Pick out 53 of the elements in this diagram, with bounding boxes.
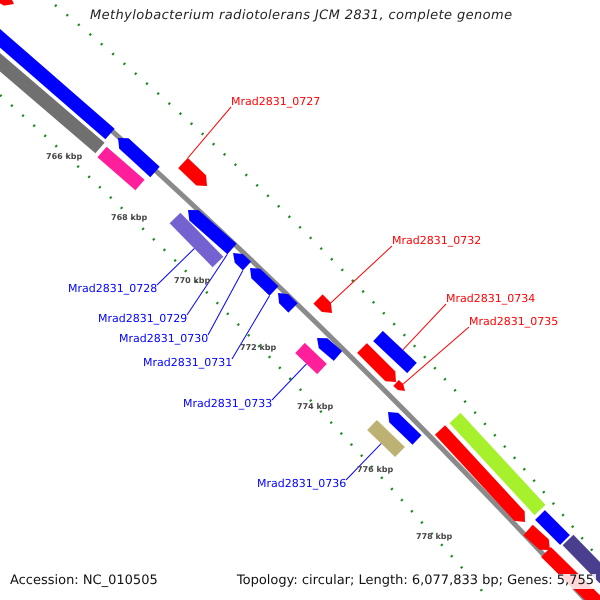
gene-label: Mrad2831_0736 [257,478,346,491]
gene-bar [250,268,278,296]
gene-bar [535,510,570,545]
gene-bar [0,28,115,140]
gene-label: Mrad2831_0734 [446,293,536,306]
leader-line [232,295,270,360]
gene-bar [118,138,160,178]
leader-line [208,270,244,336]
gene-bar [313,294,332,313]
gene-bar [278,293,298,313]
gene-bar [357,343,396,382]
info-text: Accession: NC_010505 [8,574,160,589]
info-text: Topology: circular; Length: 6,077,833 bp; Genes: 5,755 [234,574,596,589]
gene-label: Mrad2831_0730 [119,333,208,346]
gene-bar [0,0,14,6]
gene-label: Mrad2831_0735 [469,316,558,329]
leader-line [186,254,228,316]
gene-bar [373,330,417,374]
scale-label: 768 kbp [111,213,148,222]
leader-line [156,248,195,286]
gene-label: Mrad2831_0732 [392,235,482,248]
gene-label: Mrad2831_0727 [231,96,320,109]
gene-label: Mrad2831_0729 [98,313,188,326]
gene-bar [523,524,550,550]
gene-bar [97,146,145,190]
scale-label: 766 kbp [46,152,82,162]
gene-bar [393,380,405,391]
gene-bar [434,425,525,522]
gene-bar [0,52,105,154]
gene-bar [450,412,546,516]
leader-line [272,363,307,400]
scale-label: 774 kbp [297,402,334,412]
gene-bar [178,158,207,186]
gene-bar [295,342,327,374]
gene-label: Mrad2831_0733 [183,398,272,411]
gene-label: Mrad2831_0731 [143,357,232,370]
diagram-title: Methylobacterium radiotolerans JCM 2831, complete genome [90,9,512,24]
scale-label: 770 kbp [174,276,210,286]
leader-line [402,326,470,384]
scale-label: 778 kbp [416,532,452,542]
gene-bar [367,420,405,457]
gene-label: Mrad2831_0728 [68,283,158,296]
leader-line [187,106,232,158]
leader-line [402,304,446,350]
leader-line [330,246,392,304]
scale-label: 772 kbp [240,343,276,352]
gene-bar [170,212,224,268]
gene-bar [388,412,422,445]
gene-bar [188,210,237,254]
leader-line [346,443,382,480]
gene-bar [233,253,252,270]
scale-label: 776 kbp [357,465,394,474]
gene-bar [317,338,342,361]
